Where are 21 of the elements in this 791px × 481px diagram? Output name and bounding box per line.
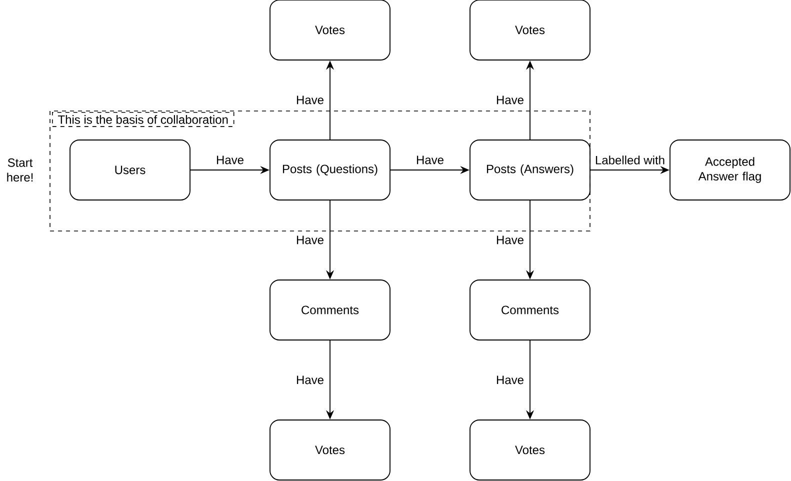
edge-label: Have [494,94,526,106]
rounded-box: Votes [270,420,390,480]
rounded-box: Accepted Answer flag [670,140,790,200]
edge-label: Have [294,94,326,106]
rounded-box: Users [70,140,190,200]
edge-label: Labelled with [594,154,666,166]
note-text: Start here! [7,158,33,182]
edge-label: Have [494,374,526,386]
edge-label: Have [494,234,526,246]
edge-label: Have [214,154,246,166]
rounded-box: Comments [470,280,590,340]
edge-label: Have [414,154,446,166]
rounded-box: Votes [470,0,590,60]
rounded-box: Comments [270,280,390,340]
group-heading: This is the basis of collaboration [52,112,234,127]
rounded-box: Votes [270,0,390,60]
rounded-box: Votes [470,420,590,480]
rounded-box: Posts (Answers) [470,140,590,200]
rounded-box: Posts (Questions) [270,140,390,200]
edge-label: Have [294,374,326,386]
edge-label: Have [294,234,326,246]
